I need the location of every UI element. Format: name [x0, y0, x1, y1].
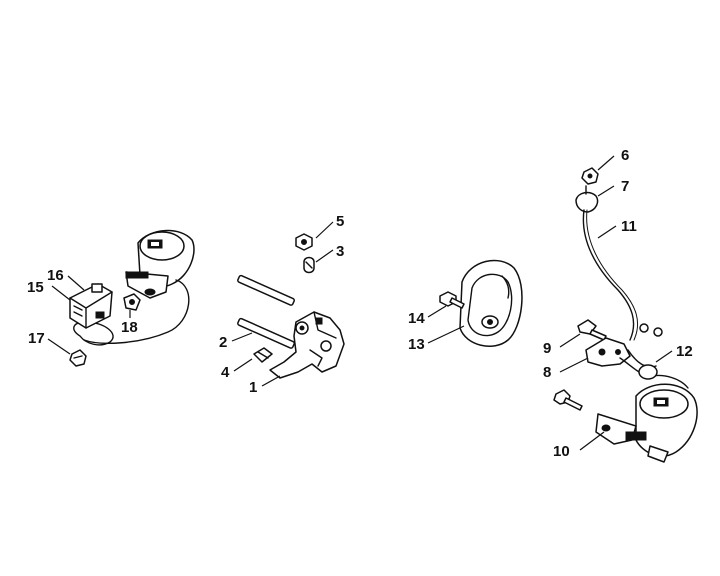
leader-10 — [579, 431, 605, 451]
leader-8 — [559, 357, 589, 373]
leader-6 — [597, 155, 615, 171]
leader-9 — [559, 333, 581, 348]
part-label-4: 4 — [221, 364, 230, 381]
contact-breaker-assembly — [231, 221, 345, 387]
leader-12 — [655, 350, 673, 363]
part-label-14: 14 — [408, 310, 425, 327]
part-label-16: 16 — [47, 267, 64, 284]
part-label-10: 10 — [553, 443, 570, 460]
ignition-module-assembly — [47, 229, 195, 367]
part-label-5: 5 — [336, 213, 344, 230]
leader-2 — [231, 332, 253, 342]
leader-16 — [67, 275, 85, 291]
leader-4 — [233, 358, 253, 372]
part-label-13: 13 — [408, 336, 425, 353]
part-label-18: 18 — [121, 319, 138, 336]
part-label-11: 11 — [621, 218, 637, 235]
part-label-8: 8 — [543, 364, 551, 381]
part-label-3: 3 — [336, 243, 344, 260]
cover-plate-assembly — [427, 259, 523, 347]
leader-1 — [261, 375, 281, 387]
part-label-17: 17 — [28, 330, 45, 347]
leader-14 — [427, 305, 447, 318]
leader-3 — [315, 249, 334, 263]
part-label-1: 1 — [249, 379, 257, 396]
leader-11 — [597, 225, 617, 239]
leader-5 — [315, 221, 334, 239]
leader-13 — [427, 325, 465, 344]
part-label-6: 6 — [621, 147, 629, 164]
part-number-labels: 1 2 3 4 5 6 7 8 9 10 11 12 13 14 15 16 1… — [27, 147, 693, 460]
part-label-2: 2 — [219, 334, 227, 351]
leader-17 — [47, 338, 71, 355]
leader-15 — [51, 285, 71, 301]
leader-7 — [597, 185, 615, 197]
part-label-9: 9 — [543, 340, 551, 357]
ignition-coil-assembly — [553, 155, 698, 463]
part-label-12: 12 — [676, 343, 693, 360]
part-label-7: 7 — [621, 178, 629, 195]
part-label-15: 15 — [27, 279, 44, 296]
